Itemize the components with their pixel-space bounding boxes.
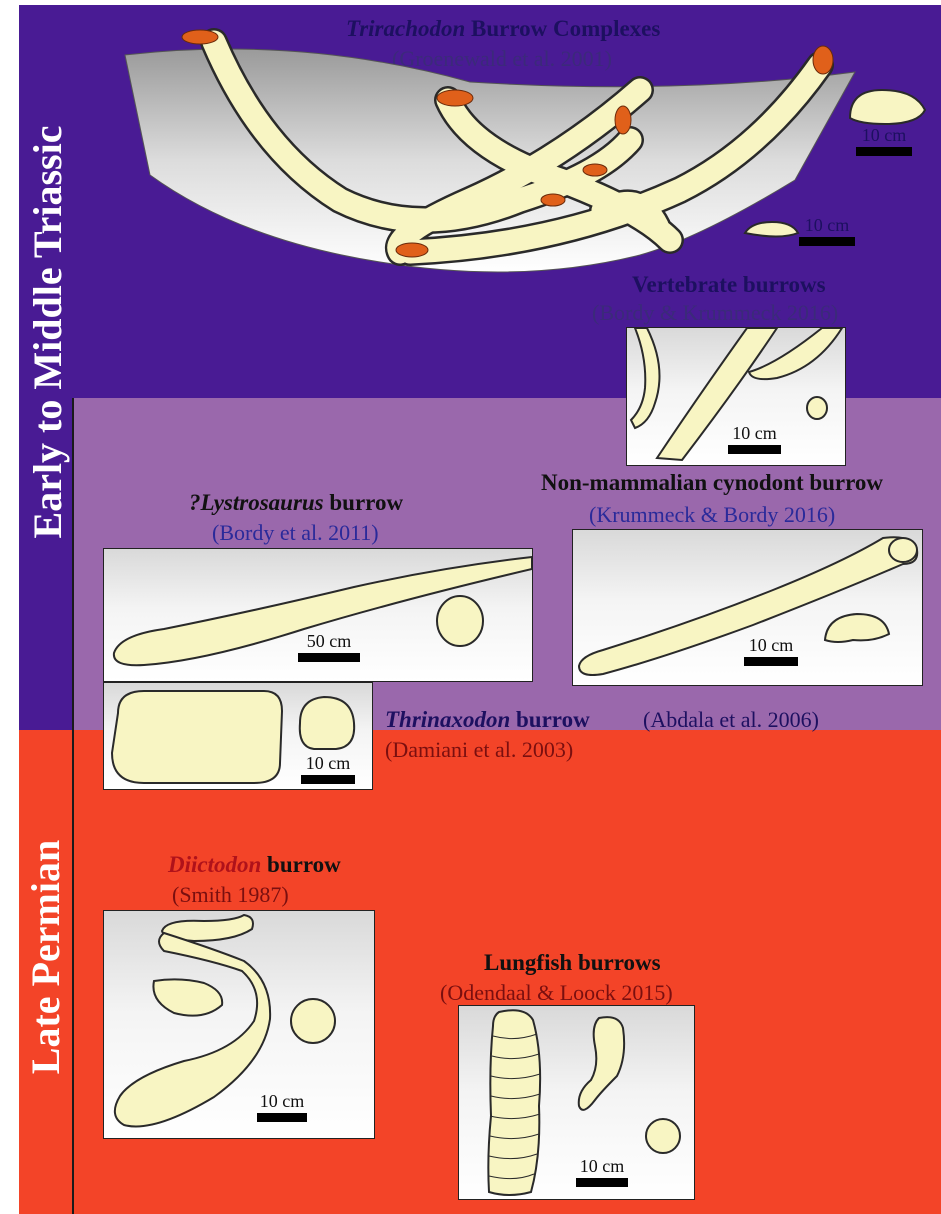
cross-section-large xyxy=(850,90,925,124)
lungfish-scale-label: 10 cm xyxy=(580,1156,625,1176)
trirachodon-scale-b-bar xyxy=(799,237,855,246)
lystrosaurus-title-rest: burrow xyxy=(324,490,403,515)
thrinaxodon-citation-a: (Abdala et al. 2006) xyxy=(643,707,819,733)
thrinaxodon-scale-bar xyxy=(301,775,355,784)
diictodon-scale: 10 cm xyxy=(256,1091,308,1122)
lungfish-panel: 10 cm xyxy=(458,1005,695,1200)
thrinaxodon-scale-label: 10 cm xyxy=(306,753,351,773)
trirachodon-scale-b-label: 10 cm xyxy=(805,215,850,235)
thrinaxodon-panel: 10 cm xyxy=(103,682,373,790)
diictodon-panel: 10 cm xyxy=(103,910,375,1139)
cynodont-citation: (Krummeck & Bordy 2016) xyxy=(589,502,835,528)
vertebrate-scale: 10 cm xyxy=(727,423,782,454)
vertebrate-title: Vertebrate burrows xyxy=(632,272,826,298)
lystrosaurus-title: ?Lystrosaurus burrow xyxy=(189,490,403,516)
diictodon-title: Diictodon burrow xyxy=(168,852,341,878)
vertebrate-scale-label: 10 cm xyxy=(732,423,777,443)
cynodont-title: Non-mammalian cynodont burrow xyxy=(541,470,883,496)
trirachodon-scale-a-bar xyxy=(856,147,912,156)
thrinaxodon-citation-b: (Damiani et al. 2003) xyxy=(385,737,573,763)
diictodon-title-rest: burrow xyxy=(261,852,340,877)
trirachodon-scale-b: 10 cm xyxy=(798,215,856,246)
lungfish-title: Lungfish burrows xyxy=(484,950,661,976)
lungfish-scale-bar xyxy=(576,1178,628,1187)
thrinaxodon-title: Thrinaxodon burrow xyxy=(385,707,590,733)
vertebrate-citation: (Bordy & Krummeck 2016) xyxy=(592,300,838,326)
cynodont-scale-label: 10 cm xyxy=(749,635,794,655)
diictodon-scale-label: 10 cm xyxy=(260,1091,305,1111)
cynodont-scale-bar xyxy=(744,657,798,666)
trirachodon-scale-a-label: 10 cm xyxy=(862,125,907,145)
lystrosaurus-citation: (Bordy et al. 2011) xyxy=(212,520,379,546)
diictodon-citation: (Smith 1987) xyxy=(172,882,289,908)
thrinaxodon-scale: 10 cm xyxy=(300,753,356,784)
lungfish-citation: (Odendaal & Loock 2015) xyxy=(440,980,673,1006)
vertebrate-panel: 10 cm xyxy=(626,327,846,466)
thrinaxodon-title-rest: burrow xyxy=(510,707,589,732)
lystrosaurus-scale: 50 cm xyxy=(297,631,361,662)
cross-section-small xyxy=(745,222,798,237)
trirachodon-scale-a: 10 cm xyxy=(855,125,913,156)
diictodon-scale-bar xyxy=(257,1113,307,1122)
cynodont-scale: 10 cm xyxy=(743,635,799,666)
lystrosaurus-scale-label: 50 cm xyxy=(307,631,352,651)
diictodon-burrow-drawing xyxy=(104,911,374,1138)
lystrosaurus-panel: 50 cm xyxy=(103,548,533,682)
trirachodon-complex-illustration xyxy=(0,0,941,300)
lystrosaurus-title-italic: ?Lystrosaurus xyxy=(189,490,324,515)
cynodont-panel: 10 cm xyxy=(572,529,923,686)
vertebrate-scale-bar xyxy=(728,445,781,454)
lungfish-scale: 10 cm xyxy=(575,1156,629,1187)
lystrosaurus-scale-bar xyxy=(298,653,360,662)
thrinaxodon-title-italic: Thrinaxodon xyxy=(385,707,510,732)
permian-label: Late Permian xyxy=(22,837,72,1077)
diictodon-title-italic: Diictodon xyxy=(168,852,261,877)
